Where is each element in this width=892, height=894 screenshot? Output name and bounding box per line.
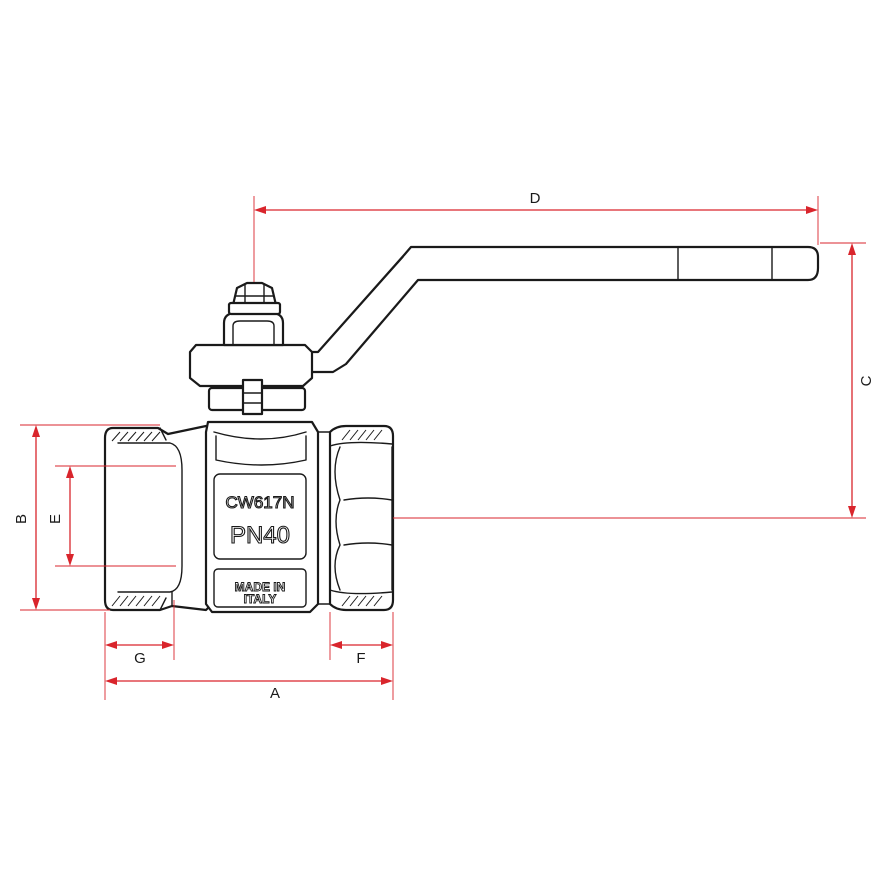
left-end-connection: [103, 424, 216, 612]
pressure-marking: PN40: [230, 522, 290, 549]
dimension-label-b: B: [13, 514, 30, 524]
dimension-b: B: [13, 424, 160, 611]
stem-nut: [222, 281, 285, 347]
dimension-d: D: [253, 190, 819, 282]
dimension-a: A: [105, 677, 393, 702]
right-hex-end: [328, 424, 395, 612]
material-marking: CW617N: [226, 493, 295, 512]
dimension-f: F: [329, 612, 394, 700]
dimension-lines: D C B E: [13, 190, 875, 702]
dimension-label-c: C: [858, 375, 875, 386]
dimension-label-f: F: [356, 650, 365, 667]
origin-marking-line1: MADE IN: [235, 580, 286, 594]
dimension-label-a: A: [270, 685, 280, 702]
dimension-label-e: E: [47, 514, 64, 524]
dimension-e: E: [47, 465, 176, 567]
dimension-label-d: D: [530, 190, 541, 207]
dimension-g: G: [104, 600, 175, 700]
dimension-c: C: [393, 242, 875, 519]
body-markings: CW617N PN40 MADE IN ITALY: [225, 492, 295, 606]
valve-body: [204, 420, 331, 614]
right-thread-hatching: [341, 429, 383, 607]
handle-hub: [188, 343, 314, 416]
origin-marking-line2: ITALY: [244, 592, 277, 606]
dimension-label-g: G: [134, 650, 146, 667]
lever-handle: [298, 245, 820, 374]
left-thread-hatching: [111, 431, 161, 607]
